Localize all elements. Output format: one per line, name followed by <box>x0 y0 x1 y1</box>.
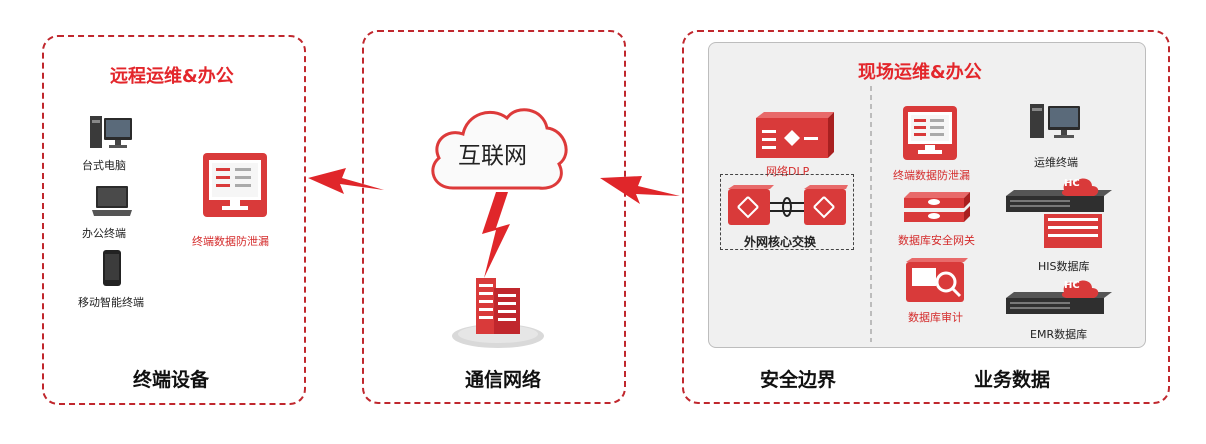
internet-label: 互联网 <box>458 143 527 169</box>
desktop-icon <box>90 116 132 148</box>
core-switch-label: 外网核心交换 <box>744 235 817 249</box>
smartphone-icon <box>103 250 121 286</box>
internet-cloud-icon <box>431 108 568 190</box>
endpoint-dlp-onsite-label: 终端数据防泄漏 <box>893 169 970 182</box>
emr-database-label: EMR数据库 <box>1030 328 1088 341</box>
network-dlp-icon <box>756 112 834 158</box>
desktop-label: 台式电脑 <box>82 159 126 172</box>
onsite-ops-title: 现场运维&办公 <box>858 62 982 83</box>
communication-network-panel <box>362 30 626 404</box>
terminal-footer: 终端设备 <box>133 369 210 391</box>
his-database-icon <box>1006 178 1112 248</box>
lightning-link-left-icon <box>308 168 384 194</box>
ops-terminal-label: 运维终端 <box>1034 156 1078 169</box>
ops-terminal-icon <box>1030 104 1080 138</box>
his-database-label: HIS数据库 <box>1038 260 1090 273</box>
db-audit-label: 数据库审计 <box>908 311 963 324</box>
emr-hc-badge: HC <box>1064 280 1080 291</box>
lightning-vertical-icon <box>482 192 510 278</box>
db-security-gateway-icon <box>904 192 970 222</box>
endpoint-dlp-icon <box>203 153 267 217</box>
onsite-panel <box>682 30 1170 404</box>
lightning-link-right-icon <box>600 176 680 204</box>
mobile-terminal-label: 移动智能终端 <box>78 296 144 309</box>
laptop-icon <box>92 186 132 216</box>
emr-database-icon <box>1006 280 1112 314</box>
business-footer: 业务数据 <box>974 369 1051 391</box>
db-security-gateway-label: 数据库安全网关 <box>898 234 975 247</box>
section-divider <box>870 86 872 342</box>
his-hc-badge: HC <box>1064 178 1080 189</box>
remote-ops-title: 远程运维&办公 <box>110 66 234 87</box>
terminal-devices-panel <box>42 35 306 405</box>
endpoint-dlp-label: 终端数据防泄漏 <box>192 235 269 248</box>
network-footer: 通信网络 <box>465 369 542 391</box>
office-building-icon <box>452 278 544 348</box>
core-switch-box <box>720 174 854 250</box>
db-audit-icon <box>906 258 968 302</box>
endpoint-dlp-onsite-icon <box>903 106 957 160</box>
core-switch-icon <box>728 185 848 225</box>
office-terminal-label: 办公终端 <box>82 227 126 240</box>
security-footer: 安全边界 <box>760 369 837 391</box>
